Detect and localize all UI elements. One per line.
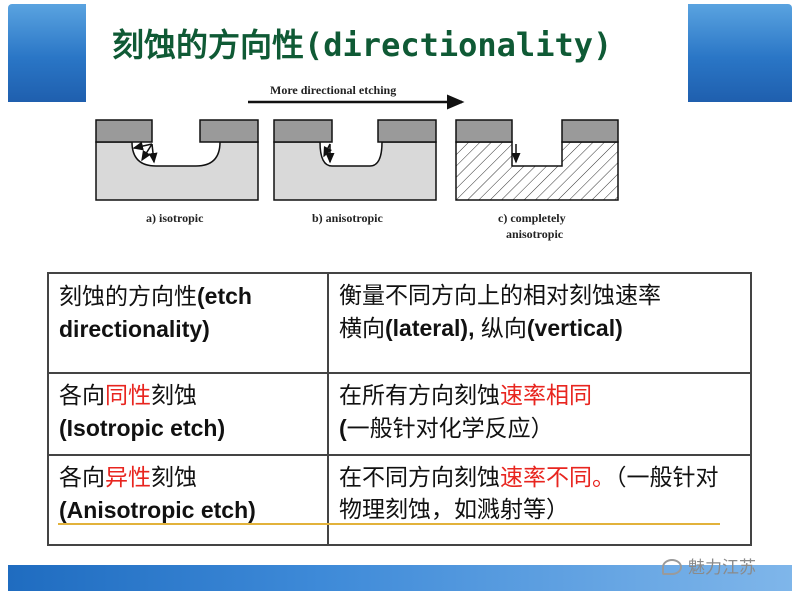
wechat-icon	[662, 559, 682, 575]
term-text: 刻蚀	[151, 383, 197, 409]
term-cell: 各向同性刻蚀 (Isotropic etch)	[47, 372, 329, 456]
profile-completely-anisotropic	[455, 119, 619, 201]
title-box	[86, 4, 688, 102]
label-completely-anisotropic: anisotropic	[506, 227, 564, 241]
profile-anisotropic	[273, 119, 437, 201]
term-en: (etch	[197, 283, 252, 309]
label-completely: c) completely	[498, 211, 566, 225]
label-anisotropic: b) anisotropic	[312, 211, 383, 225]
header-banner-right	[688, 4, 792, 102]
table-row: 各向同性刻蚀 (Isotropic etch) 在所有方向刻蚀速率相同 (一般针对化…	[47, 372, 752, 456]
definition-en: (	[339, 415, 347, 441]
definition-cell: 衡量不同方向上的相对刻蚀速率横向(lateral), 纵向(vertical)	[327, 272, 752, 374]
watermark: 魅力江苏	[662, 553, 756, 578]
definition-highlight: 速率不同。	[500, 465, 615, 491]
definition-text: 在不同方向刻蚀	[339, 465, 500, 491]
table-row: 各向异性刻蚀 (Anisotropic etch) 在不同方向刻蚀速率不同。（一般…	[47, 454, 752, 546]
definition-en: (lateral),	[385, 315, 481, 341]
term-highlight: 同性	[105, 383, 151, 409]
directionality-table: 刻蚀的方向性(etch directionality) 衡量不同方向上的相对刻蚀速…	[47, 272, 752, 546]
term-en: (Isotropic etch)	[59, 415, 226, 441]
definition-text: 纵向	[480, 316, 527, 342]
term-en: (Anisotropic etch)	[59, 497, 256, 523]
definition-highlight: 速率相同	[500, 383, 592, 409]
table-row: 刻蚀的方向性(etch directionality) 衡量不同方向上的相对刻蚀速…	[47, 272, 752, 374]
definition-en: (vertical)	[526, 315, 623, 341]
term-highlight: 异性	[105, 465, 151, 491]
term-text: 刻蚀	[151, 465, 197, 491]
definition-text: 横向	[339, 316, 385, 342]
term-en: directionality)	[59, 316, 210, 342]
header-banner-left	[8, 4, 86, 102]
term-cell: 各向异性刻蚀 (Anisotropic etch)	[47, 454, 329, 546]
definition-text: 一般针对化学反应）	[346, 416, 554, 442]
profile-isotropic	[95, 119, 259, 201]
direction-arrow-label: More directional etching	[270, 83, 396, 97]
highlight-underline	[58, 523, 720, 525]
definition-cell: 在不同方向刻蚀速率不同。（一般针对物理刻蚀，如溅射等）	[327, 454, 752, 546]
definition-text: 在所有方向刻蚀	[339, 383, 500, 409]
etch-profile-diagram: More directional etching a) isotropic b)…	[95, 83, 619, 241]
term-text: 各向	[59, 383, 105, 409]
label-isotropic: a) isotropic	[146, 211, 204, 225]
definition-cell: 在所有方向刻蚀速率相同 (一般针对化学反应）	[327, 372, 752, 456]
definition-text: 衡量不同方向上的相对刻蚀速率	[339, 283, 661, 309]
term-text: 各向	[59, 465, 105, 491]
slide-title: 刻蚀的方向性(directionality)	[112, 26, 613, 64]
term-text: 刻蚀的方向性	[59, 284, 197, 310]
footer-bar	[8, 565, 792, 591]
definition-text: （一般针对物理刻蚀，如溅射等）	[339, 465, 719, 523]
term-cell: 刻蚀的方向性(etch directionality)	[47, 272, 329, 374]
watermark-text: 魅力江苏	[688, 558, 756, 578]
